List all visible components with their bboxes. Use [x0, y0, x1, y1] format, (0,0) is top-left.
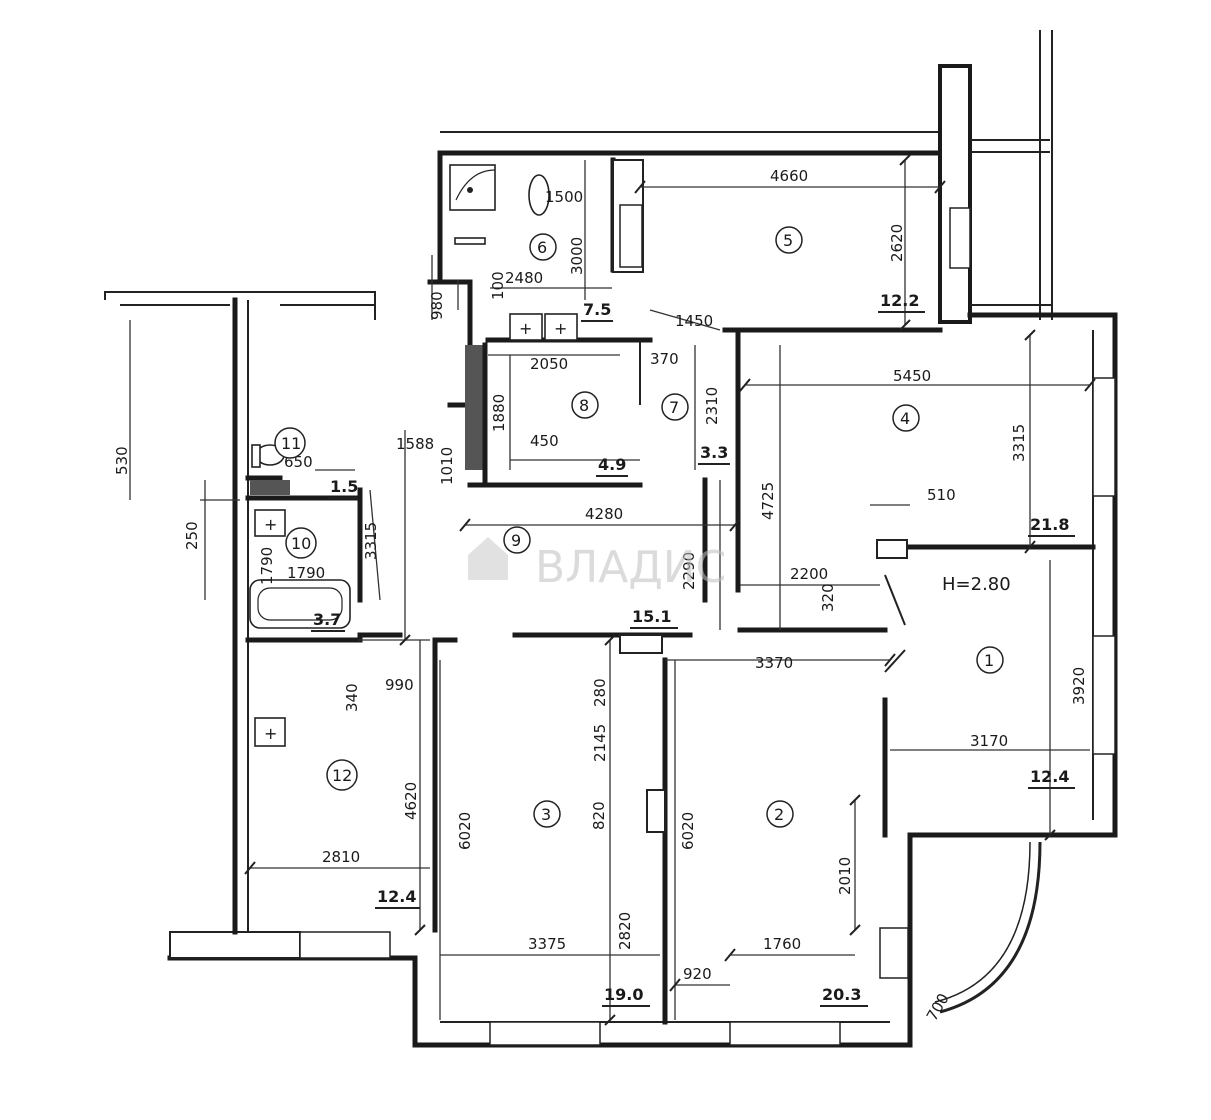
watermark-text: ВЛАДИС [535, 542, 726, 593]
room-11-marker: 11 [274, 427, 306, 459]
dim-label: 2200 [790, 565, 828, 583]
dim-label: 920 [683, 965, 712, 983]
svg-text:+: + [519, 319, 532, 338]
dim-label: 100 [489, 271, 507, 300]
svg-text:7: 7 [669, 398, 679, 417]
room-3-marker: 3 [533, 800, 561, 828]
svg-text:+: + [264, 515, 277, 534]
dim-label: 700 [923, 990, 953, 1024]
fixtures: + + + + [251, 164, 578, 747]
dim-label: 2810 [322, 848, 360, 866]
dimension-lines [129, 154, 1096, 1026]
room-10-area: 3.7 [313, 610, 341, 629]
svg-text:12: 12 [332, 766, 352, 785]
room-4-area: 21.8 [1030, 515, 1069, 534]
dim-label: 1588 [396, 435, 434, 453]
room-2-area: 20.3 [822, 985, 861, 1004]
svg-text:6: 6 [537, 238, 547, 257]
dim-label: 1760 [763, 935, 801, 953]
room-2-marker: 2 [766, 800, 794, 828]
room-12-area: 12.4 [377, 887, 416, 906]
svg-text:4: 4 [900, 409, 910, 428]
dim-label: 3375 [528, 935, 566, 953]
dim-label: 1880 [490, 394, 508, 432]
room-11-area: 1.5 [330, 477, 358, 496]
dim-label: 2290 [680, 552, 698, 590]
dim-label: 5450 [893, 367, 931, 385]
svg-text:+: + [264, 724, 277, 743]
dim-label: 3315 [1010, 424, 1028, 462]
svg-text:10: 10 [291, 534, 311, 553]
dim-label: 1450 [675, 312, 713, 330]
dim-label: 2310 [703, 387, 721, 425]
room-9-area: 15.1 [632, 607, 671, 626]
dim-label: 370 [650, 350, 679, 368]
dim-label: 2050 [530, 355, 568, 373]
room-5-area: 12.2 [880, 291, 919, 310]
room-7-marker: 7 [661, 393, 689, 421]
dim-label: 2820 [616, 912, 634, 950]
room-6-marker: 6 [529, 233, 557, 261]
dim-label: 530 [113, 446, 131, 475]
svg-text:5: 5 [783, 231, 793, 250]
building-outline [104, 30, 1118, 1048]
dim-label: 4725 [759, 482, 777, 520]
room-5-marker: 5 [775, 226, 803, 254]
dim-label: 2010 [836, 857, 854, 895]
dim-label: 3370 [755, 654, 793, 672]
dim-label: 250 [183, 521, 201, 550]
room-1-marker: 1 [976, 646, 1004, 674]
svg-text:3: 3 [541, 805, 551, 824]
svg-text:9: 9 [511, 531, 521, 550]
room-4-marker: 4 [892, 404, 920, 432]
room-markers: 1 2 3 4 5 6 7 8 9 10 11 12 [274, 226, 1004, 828]
watermark: ВЛАДИС [468, 537, 726, 593]
dim-label: 3920 [1070, 667, 1088, 705]
dim-label: 280 [591, 678, 609, 707]
dim-label: 990 [385, 676, 414, 694]
dim-label: 320 [819, 583, 837, 612]
room-1-area: 12.4 [1030, 767, 1069, 786]
interior-walls [245, 150, 1096, 1025]
ceiling-height-label: H=2.80 [942, 574, 1011, 595]
dimension-labels: 4660 2620 1500 3000 2480 100 980 1450 20… [113, 167, 1088, 1024]
dim-label: 1010 [438, 447, 456, 485]
dim-label: 3170 [970, 732, 1008, 750]
svg-text:2: 2 [774, 805, 784, 824]
dim-label: 4280 [585, 505, 623, 523]
room-3-area: 19.0 [604, 985, 643, 1004]
room-7-area: 3.3 [700, 443, 728, 462]
room-12-marker: 12 [326, 759, 358, 791]
dim-label: 820 [590, 801, 608, 830]
room-6-area: 7.5 [583, 300, 611, 319]
room-9-marker: 9 [503, 526, 531, 554]
dim-label: 340 [343, 683, 361, 712]
svg-text:+: + [554, 319, 567, 338]
dim-label: 1790 [287, 564, 325, 582]
svg-text:8: 8 [579, 396, 589, 415]
room-8-marker: 8 [571, 391, 599, 419]
dim-label: 2145 [591, 724, 609, 762]
svg-text:1: 1 [984, 651, 994, 670]
dim-label: 3315 [362, 522, 380, 560]
dim-label: 1790 [258, 547, 276, 585]
dim-label: 6020 [679, 812, 697, 850]
dim-label: 3000 [568, 237, 586, 275]
svg-text:11: 11 [281, 434, 301, 453]
dim-label: 2480 [505, 269, 543, 287]
room-10-marker: 10 [285, 527, 317, 559]
dim-label: 6020 [456, 812, 474, 850]
dim-label: 4660 [770, 167, 808, 185]
room-8-area: 4.9 [598, 455, 626, 474]
dim-label: 980 [428, 291, 446, 320]
room-areas: 12.4 20.3 19.0 21.8 12.2 7.5 3.3 4.9 15.… [311, 291, 1075, 1007]
dim-label: 450 [530, 432, 559, 450]
dim-label: 510 [927, 486, 956, 504]
dim-label: 1500 [545, 188, 583, 206]
dim-label: 4620 [402, 782, 420, 820]
dim-label: 2620 [888, 224, 906, 262]
